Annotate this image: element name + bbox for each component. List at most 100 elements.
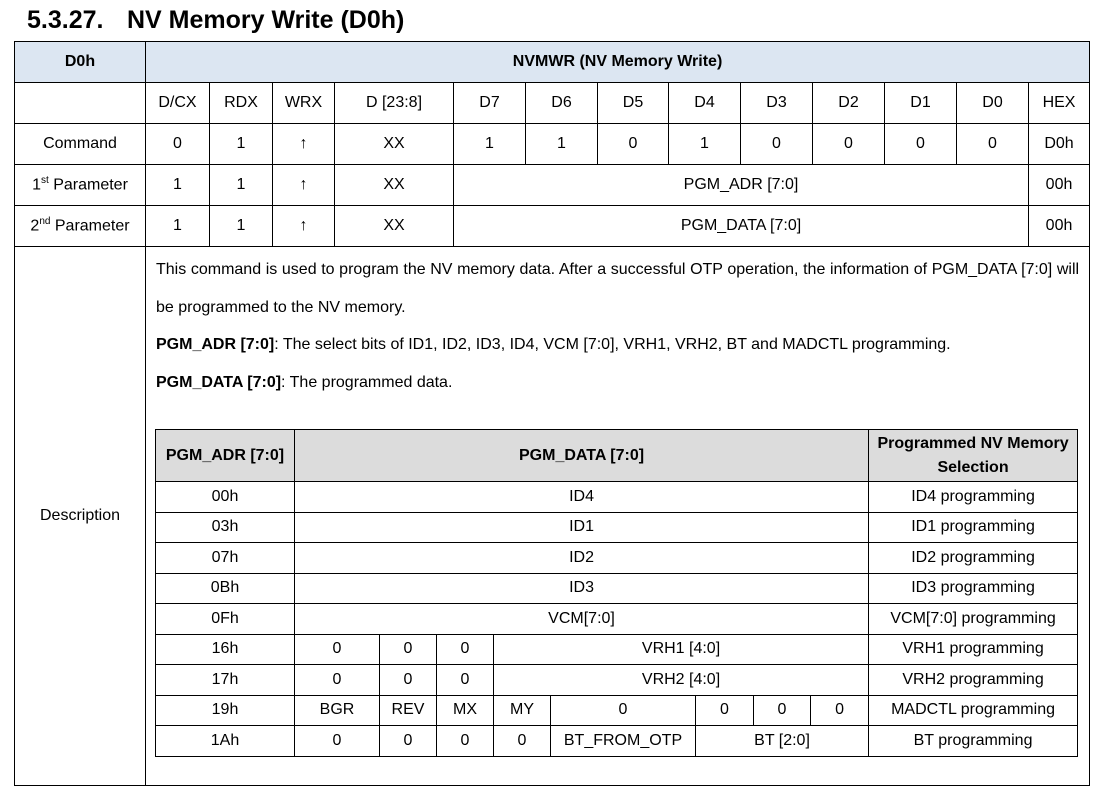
pgm-adr: 07h: [155, 542, 295, 574]
pgm-bit: 0: [436, 664, 494, 696]
command-name-header: NVMWR (NV Memory Write): [144, 41, 1091, 83]
pgm-data: ID3: [293, 572, 870, 604]
cell-dcx: 1: [145, 205, 210, 247]
row-label: 2nd Parameter: [14, 205, 146, 247]
pgm-adr: 19h: [155, 694, 295, 726]
pgm-selection: ID1 programming: [868, 511, 1079, 543]
pgm-selection: VCM[7:0] programming: [868, 603, 1079, 635]
cell-dcx: 0: [145, 123, 210, 165]
col-d5: D5: [597, 82, 669, 124]
section-title: 5.3.27. NV Memory Write (D0h): [27, 6, 404, 35]
cell-d3: 0: [740, 123, 813, 165]
description-adr: PGM_ADR [7:0]: The select bits of ID1, I…: [156, 336, 951, 353]
cell-rdx: 1: [209, 164, 273, 206]
pgm-adr: 1Ah: [155, 725, 295, 757]
pgm-data: VRH1 [4:0]: [492, 633, 870, 665]
col-wrx: WRX: [272, 82, 335, 124]
col-d3: D3: [740, 82, 813, 124]
pgm-bit: 0: [294, 664, 380, 696]
empty-cell: [14, 82, 146, 124]
cell-wrx: ↑: [272, 205, 335, 247]
cell-d6: 1: [525, 123, 598, 165]
col-d1: D1: [884, 82, 957, 124]
pgm-data: ID2: [293, 542, 870, 574]
cell-d0: 0: [956, 123, 1029, 165]
table-row: 19h BGR REV MX MY 0 0 0 0 MADCTL program…: [155, 694, 1079, 726]
table-row: 17h 0 0 0 VRH2 [4:0] VRH2 programming: [155, 664, 1079, 696]
table-row: 07h ID2 ID2 programming: [155, 542, 1079, 574]
pgm-selection: VRH1 programming: [868, 633, 1079, 665]
col-d2: D2: [812, 82, 885, 124]
pgm-selection: BT programming: [868, 725, 1079, 757]
pgm-bit: 0: [550, 694, 696, 726]
param1-row: 1st Parameter 1 1 ↑ XX PGM_ADR [7:0] 00h: [14, 164, 1091, 206]
command-table: D0h NVMWR (NV Memory Write) D/CX RDX WRX…: [14, 41, 1091, 786]
cell-wrx: ↑: [272, 164, 335, 206]
pgm-data: ID1: [293, 511, 870, 543]
cell-rdx: 1: [209, 205, 273, 247]
pgm-bit: 0: [695, 694, 754, 726]
pgm-bit: 0: [379, 664, 437, 696]
pgm-adr: 0Fh: [155, 603, 295, 635]
cell-hex: 00h: [1027, 205, 1091, 247]
cell-d5: 0: [597, 123, 669, 165]
description-body: This command is used to program the NV m…: [144, 246, 1091, 786]
pgm-data: BT [2:0]: [694, 725, 870, 757]
pgm-selection: MADCTL programming: [868, 694, 1079, 726]
row-label: 1st Parameter: [14, 164, 146, 206]
column-header-row: D/CX RDX WRX D [23:8] D7 D6 D5 D4 D3 D2 …: [14, 82, 1091, 124]
cell-hex: D0h: [1027, 123, 1091, 165]
pgm-header-row: PGM_ADR [7:0] PGM_DATA [7:0] Programmed …: [155, 429, 1079, 482]
pgm-bit: 0: [436, 725, 494, 757]
description-para1: This command is used to program the NV m…: [156, 261, 1080, 316]
col-d4: D4: [668, 82, 741, 124]
cell-d4: 1: [668, 123, 741, 165]
description-row: Description This command is used to prog…: [14, 246, 1091, 786]
pgm-data: VCM[7:0]: [293, 603, 870, 635]
cell-data: PGM_ADR [7:0]: [453, 164, 1029, 206]
pgm-adr: 00h: [155, 481, 295, 513]
pgm-adr: 0Bh: [155, 572, 295, 604]
pgm-bit: 0: [809, 694, 870, 726]
description-data: PGM_DATA [7:0]: The programmed data.: [156, 373, 453, 391]
cell-d1: 0: [884, 123, 957, 165]
pgm-selection: ID2 programming: [868, 542, 1079, 574]
pgm-bit: 0: [379, 725, 437, 757]
table-row: 0Fh VCM[7:0] VCM[7:0] programming: [155, 603, 1079, 635]
header-row: D0h NVMWR (NV Memory Write): [14, 41, 1091, 83]
pgm-bit: 0: [294, 725, 380, 757]
cell-data: PGM_DATA [7:0]: [453, 205, 1029, 247]
section-number: 5.3.27.: [27, 6, 104, 34]
col-d0: D0: [956, 82, 1029, 124]
pgm-bit: MY: [493, 694, 551, 726]
col-d23-8: D [23:8]: [334, 82, 454, 124]
pgm-adr: 16h: [155, 633, 295, 665]
pgm-bit: BGR: [294, 694, 380, 726]
col-d7: D7: [453, 82, 526, 124]
section-heading: NV Memory Write (D0h): [127, 6, 405, 34]
cell-dcx: 1: [145, 164, 210, 206]
pgm-data: ID4: [293, 481, 870, 513]
table-row: 0Bh ID3 ID3 programming: [155, 572, 1079, 604]
col-dcx: D/CX: [145, 82, 210, 124]
pgm-bit: 0: [753, 694, 811, 726]
col-hex: HEX: [1027, 82, 1091, 124]
pgm-bit: 0: [436, 633, 494, 665]
cell-d23: XX: [334, 123, 454, 165]
pgm-selection-header: Programmed NV Memory Selection: [868, 429, 1079, 482]
row-label: Command: [14, 123, 146, 165]
command-row: Command 0 1 ↑ XX 1 1 0 1 0 0 0 0 D0h: [14, 123, 1091, 165]
pgm-adr: 03h: [155, 511, 295, 543]
pgm-bit: MX: [436, 694, 494, 726]
col-rdx: RDX: [209, 82, 273, 124]
pgm-bit: BT_FROM_OTP: [550, 725, 696, 757]
description-label: Description: [14, 246, 146, 786]
pgm-table: PGM_ADR [7:0] PGM_DATA [7:0] Programmed …: [155, 429, 1079, 757]
table-row: 00h ID4 ID4 programming: [155, 481, 1079, 513]
pgm-bit: REV: [379, 694, 437, 726]
cell-d7: 1: [453, 123, 526, 165]
cell-d23: XX: [334, 205, 454, 247]
pgm-adr: 17h: [155, 664, 295, 696]
cell-hex: 00h: [1027, 164, 1091, 206]
pgm-bit: 0: [379, 633, 437, 665]
